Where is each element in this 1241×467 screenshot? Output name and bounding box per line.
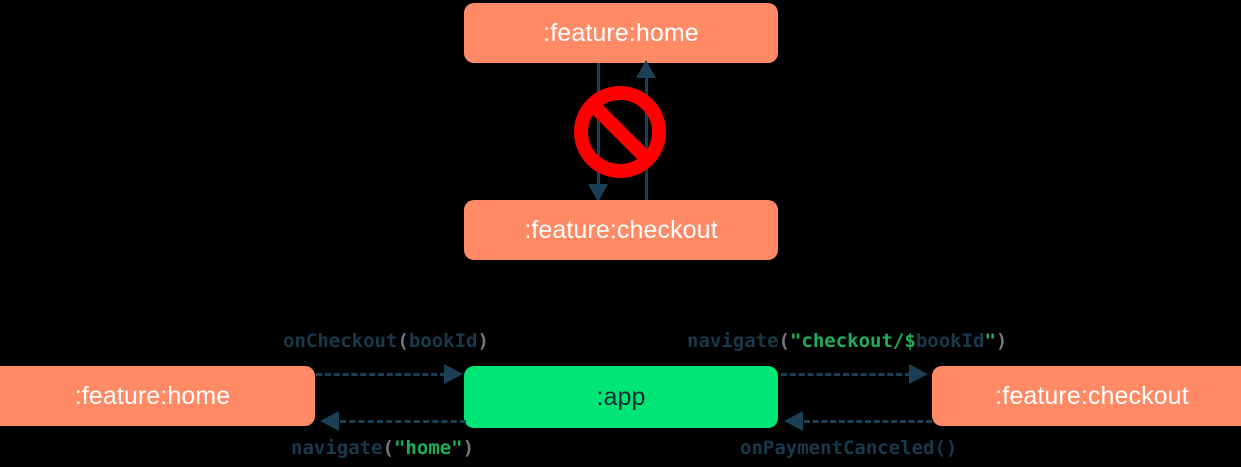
code-token-punct: (): [934, 437, 958, 459]
node-feature-checkout-top[interactable]: :feature:checkout: [464, 200, 778, 260]
node-label: :feature:checkout: [995, 381, 1189, 410]
connector-checkout-to-home-line: [645, 76, 648, 200]
connector-checkout-to-app-dashed: [804, 420, 932, 423]
node-label: :feature:checkout: [524, 215, 718, 244]
code-token-punct: ): [995, 330, 1008, 352]
node-label: :feature:home: [543, 18, 699, 47]
code-token-string: "checkout/$: [789, 330, 916, 352]
node-feature-home-top[interactable]: :feature:home: [464, 3, 778, 63]
node-label: :feature:home: [74, 381, 231, 410]
code-token-function: onPaymentCanceled: [740, 437, 935, 459]
arrowhead-right-icon: [909, 364, 928, 384]
connector-app-to-checkout-dashed: [781, 373, 911, 376]
connector-home-to-app-dashed: [316, 373, 446, 376]
edge-label-navigate-checkout: navigate("checkout/$bookId"): [687, 332, 1007, 351]
arrowhead-right-icon: [444, 364, 463, 384]
code-token-string: "home": [393, 437, 463, 459]
code-token-function: navigate: [687, 330, 779, 352]
arrowhead-left-icon: [784, 411, 803, 431]
code-token-argument: bookId: [915, 330, 985, 352]
node-feature-checkout-bottom[interactable]: :feature:checkout: [932, 366, 1241, 426]
code-token-punct: ): [462, 437, 475, 459]
code-token-punct: (: [382, 437, 394, 459]
connector-app-to-home-dashed: [340, 420, 466, 423]
arrowhead-down-icon: [588, 184, 608, 202]
node-feature-home-bottom[interactable]: :feature:home: [0, 366, 315, 426]
code-token-function: navigate: [291, 437, 383, 459]
edge-label-on-payment-canceled: onPaymentCanceled(): [740, 439, 957, 458]
code-token-punct: (: [397, 330, 409, 352]
node-label: :app: [596, 382, 646, 411]
code-token-function: onCheckout: [283, 330, 398, 352]
edge-label-on-checkout: onCheckout(bookId): [283, 332, 489, 351]
edge-label-navigate-home: navigate("home"): [291, 439, 474, 458]
node-app[interactable]: :app: [464, 366, 778, 428]
connector-home-to-checkout-line: [597, 63, 600, 189]
code-token-string: ": [984, 330, 996, 352]
arrowhead-up-icon: [636, 60, 656, 78]
code-token-punct: (: [778, 330, 790, 352]
code-token-argument: bookId: [408, 330, 478, 352]
no-entry-sign-icon: [574, 86, 666, 178]
arrowhead-left-icon: [320, 411, 339, 431]
code-token-punct: ): [477, 330, 489, 352]
